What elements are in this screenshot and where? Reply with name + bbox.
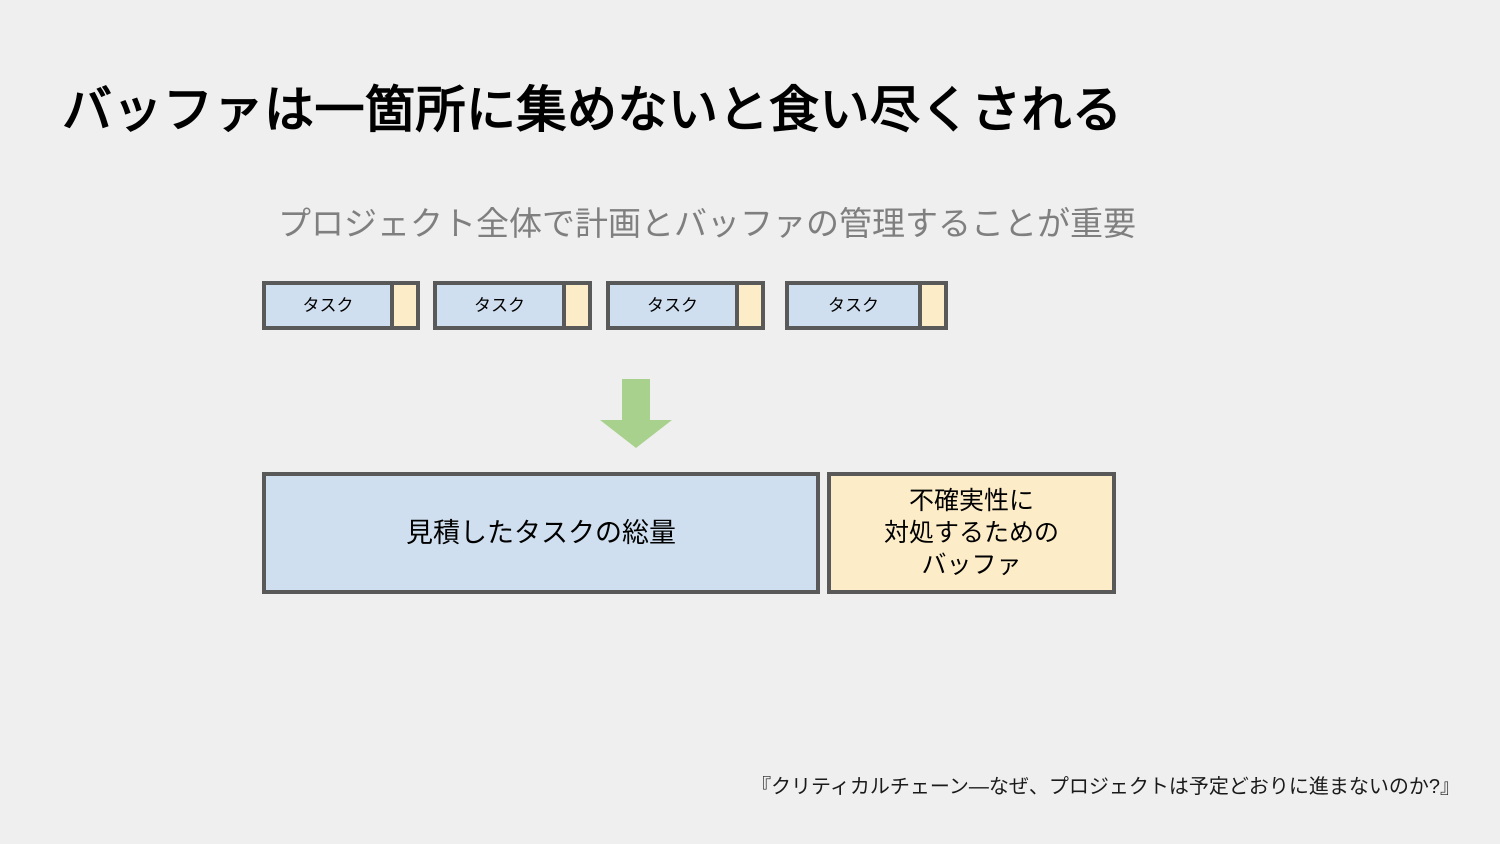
arrow-down-icon — [600, 379, 672, 448]
task-box: タスク — [262, 281, 420, 330]
task-label: タスク — [647, 296, 698, 315]
project-buffer-label-line-3: バッファ — [921, 551, 1022, 579]
task-buffer-segment — [918, 285, 944, 326]
total-estimate-label: 見積したタスクの総量 — [406, 517, 676, 548]
slide-subtitle: プロジェクト全体で計画とバッファの管理することが重要 — [278, 205, 1136, 242]
task-label: タスク — [302, 296, 354, 315]
task-label: タスク — [828, 296, 879, 315]
task-sequence-group: タスク タスク タスク タスク — [262, 281, 948, 330]
task-buffer-segment — [390, 285, 416, 326]
task-body: タスク — [789, 285, 918, 326]
project-buffer-label-line-2: 対処するための — [883, 519, 1059, 547]
task-body: タスク — [610, 285, 735, 326]
task-box: タスク — [606, 281, 765, 330]
source-citation: 『クリティカルチェーン―なぜ、プロジェクトは予定どおりに進まないのか?』 — [751, 776, 1460, 798]
task-buffer-segment — [562, 285, 588, 326]
total-estimate-box: 見積したタスクの総量 — [262, 472, 820, 594]
slide-title: バッファは一箇所に集めないと食い尽くされる — [62, 82, 1123, 138]
task-body: タスク — [266, 285, 390, 326]
task-body: タスク — [437, 285, 562, 326]
task-box: タスク — [785, 281, 948, 330]
task-buffer-segment — [735, 285, 761, 326]
project-buffer-box: 不確実性に 対処するための バッファ — [827, 472, 1116, 594]
task-label: タスク — [474, 296, 525, 315]
task-box: タスク — [433, 281, 592, 330]
project-buffer-label-line-1: 不確実性に — [908, 487, 1034, 515]
